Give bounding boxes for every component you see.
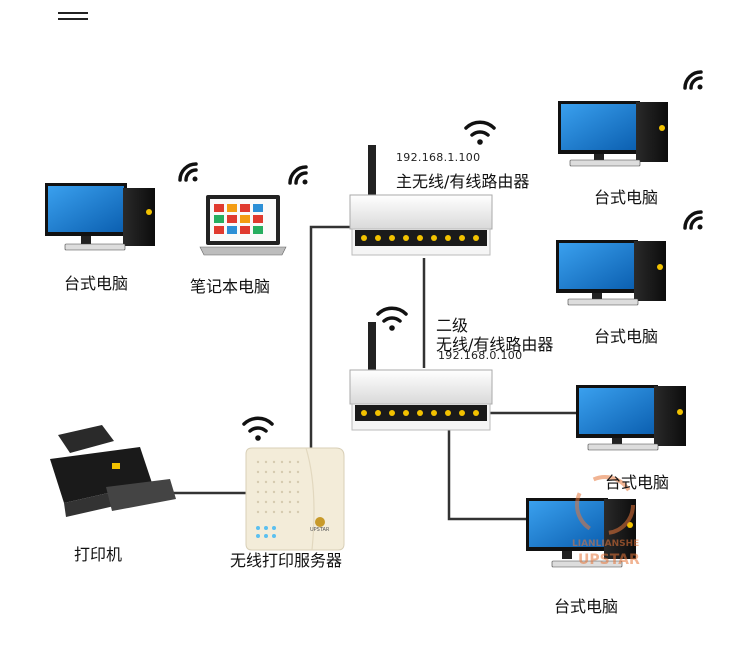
- wifi-icon: [464, 120, 496, 145]
- main-router-ip: 192.168.1.100: [396, 151, 481, 164]
- wifi-icon: [683, 70, 703, 90]
- cables: [155, 225, 580, 521]
- print-server-icon: [245, 447, 345, 551]
- wifi-icon: [376, 306, 408, 331]
- desktop-icon: [556, 240, 666, 306]
- desktop-icon: [558, 101, 668, 167]
- desktop-icon: [576, 385, 686, 451]
- cable-main-router-to-print-server: [309, 225, 350, 449]
- print-server-label: 无线打印服务器: [230, 551, 343, 570]
- wifi-icons: [178, 70, 703, 441]
- wifi-icon: [683, 210, 703, 230]
- print-server-brand: UPSTAR: [310, 527, 330, 533]
- wifi-icon: [178, 162, 198, 182]
- desktop-r1-label: 台式电脑: [594, 188, 659, 207]
- secondary-router-label-line2: 无线/有线路由器: [436, 335, 554, 354]
- laptop-icon: [199, 195, 287, 256]
- desktop-r2-label: 台式电脑: [594, 327, 659, 346]
- watermark: LIANLIANSHE UPSTAR: [572, 475, 640, 568]
- wifi-icon: [288, 165, 308, 185]
- watermark-line1: LIANLIANSHE: [572, 539, 639, 549]
- menu-icon-bar-top: [58, 12, 88, 14]
- watermark-line2: UPSTAR: [578, 552, 640, 568]
- printer-icon: [50, 425, 176, 517]
- router-icon: [349, 322, 493, 431]
- desktop-r4-label: 台式电脑: [554, 597, 619, 616]
- secondary-router-ip: 192.168.0.100: [438, 349, 523, 362]
- main-router-label: 主无线/有线路由器: [396, 172, 530, 191]
- printer-label: 打印机: [74, 545, 123, 564]
- laptop-label: 笔记本电脑: [190, 277, 271, 296]
- menu-icon-bar-bottom: [58, 18, 88, 20]
- desktop-r3-label: 台式电脑: [605, 473, 670, 492]
- desktop-icon: [45, 183, 155, 251]
- desktop-left-label: 台式电脑: [64, 274, 129, 293]
- router-icon: [349, 145, 493, 256]
- cable-secondary-to-desktop-r4: [447, 428, 528, 521]
- secondary-router-label-line1: 二级: [436, 316, 469, 335]
- wifi-icon: [242, 416, 274, 441]
